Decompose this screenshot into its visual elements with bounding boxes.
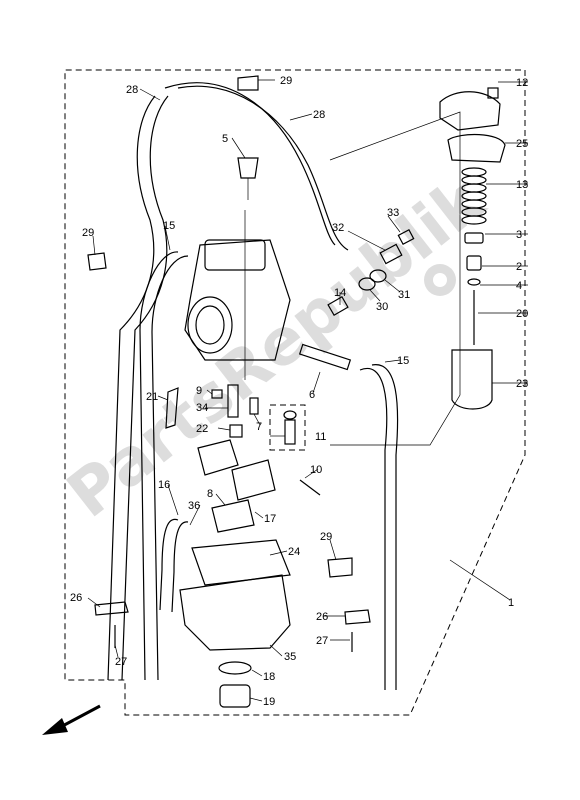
watermark: PartsRepublik xyxy=(54,163,499,533)
gear-icon xyxy=(424,264,456,296)
callouts: 1 2 3 4 5 6 7 8 9 10 11 12 13 14 15 15 1… xyxy=(70,75,528,708)
callout-16: 16 xyxy=(158,479,170,491)
callout-7: 7 xyxy=(256,421,262,433)
callout-22: 22 xyxy=(196,423,208,435)
callout-6: 6 xyxy=(309,389,315,401)
callout-19: 19 xyxy=(263,696,275,708)
callout-26-right: 26 xyxy=(316,611,328,623)
callout-30: 30 xyxy=(376,301,388,313)
callout-15-left: 15 xyxy=(163,220,175,232)
callout-8: 8 xyxy=(207,488,213,500)
callout-23: 23 xyxy=(516,378,528,390)
leader-lines xyxy=(87,79,528,702)
callout-14: 14 xyxy=(334,287,346,299)
adjuster-screws xyxy=(298,228,415,371)
front-direction-arrow-icon xyxy=(42,704,101,735)
callout-1: 1 xyxy=(508,597,514,609)
callout-12: 12 xyxy=(516,77,528,89)
callout-27-right: 27 xyxy=(316,635,328,647)
callout-31: 31 xyxy=(398,289,410,301)
carburetor-body xyxy=(184,210,291,380)
callout-29-left: 29 xyxy=(82,227,94,239)
callout-29-right: 29 xyxy=(320,531,332,543)
callout-29-top: 29 xyxy=(280,75,292,87)
callout-11: 11 xyxy=(315,431,326,443)
callout-18: 18 xyxy=(263,671,275,683)
callout-28-left: 28 xyxy=(126,84,138,96)
top-parts xyxy=(237,75,506,410)
assembly-boundary xyxy=(64,69,526,716)
watermark-text: PartsRepublik xyxy=(54,163,499,533)
callout-17: 17 xyxy=(264,513,276,525)
callout-13: 13 xyxy=(516,179,528,191)
vent-hoses xyxy=(107,82,399,690)
callout-32: 32 xyxy=(332,222,344,234)
callout-4: 4 xyxy=(516,280,522,292)
callout-20: 20 xyxy=(516,308,528,320)
callout-25: 25 xyxy=(516,138,528,150)
callout-21: 21 xyxy=(146,391,158,403)
callout-27-left: 27 xyxy=(115,656,127,668)
float-bowl-parts xyxy=(87,252,371,708)
callout-5: 5 xyxy=(222,133,228,145)
throttle-spring xyxy=(461,167,487,225)
callout-9: 9 xyxy=(196,385,202,397)
callout-3: 3 xyxy=(516,229,522,241)
callout-26-left: 26 xyxy=(70,592,82,604)
callout-34: 34 xyxy=(196,402,208,414)
callout-24: 24 xyxy=(288,546,300,558)
callout-15-right: 15 xyxy=(397,355,409,367)
callout-2: 2 xyxy=(516,261,522,273)
callout-36: 36 xyxy=(188,500,200,512)
callout-35: 35 xyxy=(284,651,296,663)
callout-33: 33 xyxy=(387,207,399,219)
callout-10: 10 xyxy=(310,464,322,476)
callout-28-right: 28 xyxy=(313,109,325,121)
